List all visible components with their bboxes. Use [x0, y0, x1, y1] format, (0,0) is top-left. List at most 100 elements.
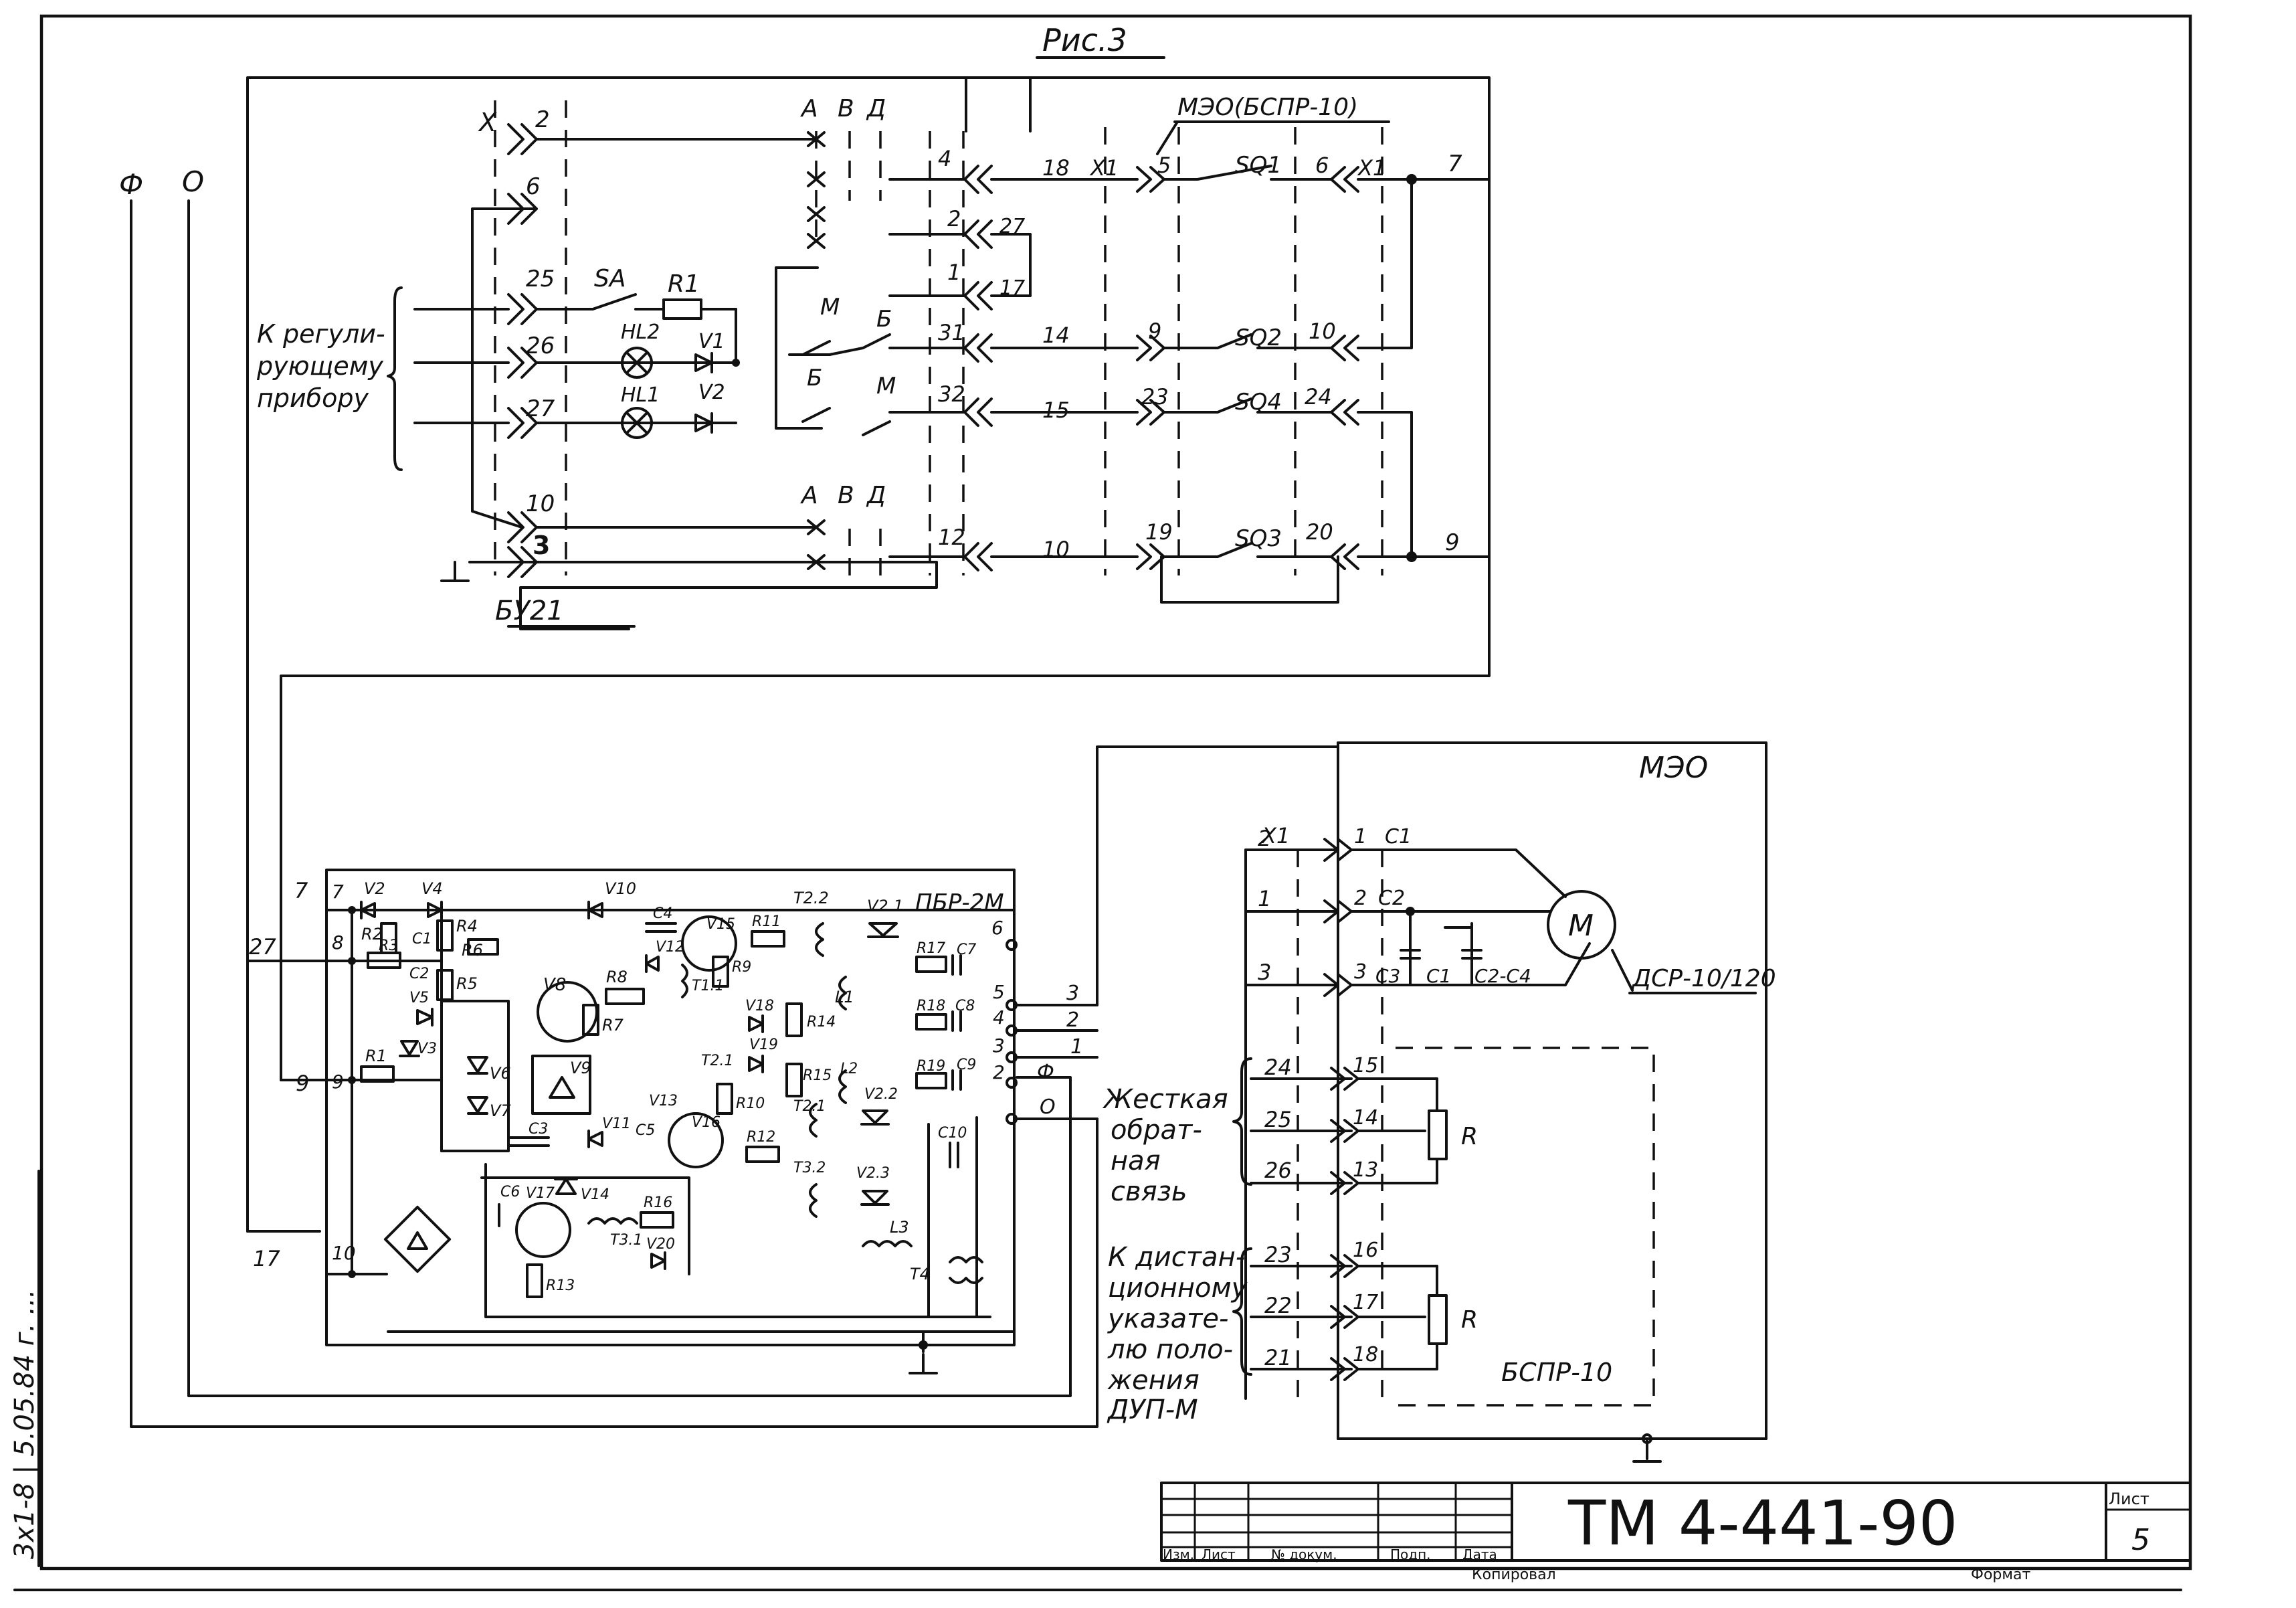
svg-text:4: 4 — [938, 146, 951, 171]
phase-zero-label: О — [182, 165, 204, 198]
svg-text:V13: V13 — [649, 1093, 678, 1109]
svg-text:V17: V17 — [526, 1185, 555, 1202]
svg-text:V6: V6 — [490, 1064, 511, 1083]
svg-text:C4: C4 — [653, 905, 672, 922]
svg-text:L3: L3 — [890, 1218, 909, 1237]
svg-text:V8: V8 — [543, 975, 566, 995]
svg-text:20: 20 — [1306, 519, 1333, 545]
svg-text:R16: R16 — [644, 1194, 672, 1211]
svg-text:26: 26 — [526, 333, 555, 359]
svg-text:12: 12 — [938, 525, 965, 550]
svg-text:Б: Б — [876, 306, 892, 333]
svg-text:3: 3 — [1354, 960, 1367, 984]
svg-text:V5: V5 — [409, 990, 429, 1006]
svg-text:3: 3 — [533, 531, 550, 560]
svg-text:Х1: Х1 — [1260, 823, 1290, 848]
wire-7-loop — [248, 76, 1491, 1081]
svg-text:К дистан-: К дистан- — [1108, 1242, 1245, 1273]
svg-text:15: 15 — [1042, 397, 1070, 423]
svg-text:Лист: Лист — [1202, 1546, 1236, 1562]
svg-text:1: 1 — [1070, 1035, 1083, 1059]
svg-text:C3: C3 — [529, 1121, 548, 1138]
side-stamp: 3х1-8 | 5.05.84 г. ... — [9, 1289, 40, 1559]
svg-text:10: 10 — [1309, 319, 1336, 344]
svg-text:T2.2: T2.2 — [793, 889, 829, 907]
svg-text:3: 3 — [1066, 982, 1079, 1005]
svg-text:2: 2 — [1258, 826, 1271, 851]
svg-text:К регули-: К регули- — [257, 319, 385, 349]
svg-text:R14: R14 — [807, 1014, 836, 1031]
svg-text:10: 10 — [526, 490, 555, 517]
svg-text:V2: V2 — [364, 879, 385, 898]
svg-text:T2.1: T2.1 — [793, 1098, 826, 1115]
svg-text:6: 6 — [991, 917, 1003, 939]
svg-text:R1: R1 — [668, 270, 700, 298]
svg-text:R3: R3 — [379, 937, 398, 954]
svg-text:25: 25 — [526, 266, 555, 292]
svg-text:SA: SA — [594, 265, 626, 292]
svg-text:R11: R11 — [752, 913, 781, 930]
svg-text:лю поло-: лю поло- — [1107, 1334, 1233, 1365]
svg-text:8: 8 — [332, 931, 344, 954]
svg-text:C7: C7 — [957, 942, 976, 958]
svg-text:6: 6 — [1315, 153, 1329, 178]
svg-text:V14: V14 — [581, 1186, 609, 1203]
svg-text:1: 1 — [1354, 825, 1367, 848]
svg-text:R18: R18 — [917, 998, 945, 1014]
svg-text:М: М — [820, 294, 840, 321]
svg-text:R9: R9 — [732, 959, 751, 976]
svg-text:V19: V19 — [749, 1037, 778, 1053]
svg-text:обрат-: обрат- — [1111, 1115, 1202, 1146]
svg-text:9: 9 — [1445, 529, 1460, 556]
bu21-pins: 2 6 25 26 27 10 3 — [526, 106, 555, 560]
svg-text:2: 2 — [535, 106, 550, 133]
svg-text:7: 7 — [332, 881, 344, 903]
svg-text:T2.1: T2.1 — [701, 1053, 733, 1069]
svg-text:2: 2 — [1354, 887, 1367, 910]
svg-text:V20: V20 — [646, 1236, 675, 1253]
svg-text:1: 1 — [1258, 886, 1271, 911]
svg-text:рующему: рующему — [256, 351, 383, 381]
svg-text:V1: V1 — [698, 330, 725, 353]
svg-text:27: 27 — [249, 934, 276, 960]
svg-text:R13: R13 — [546, 1277, 575, 1294]
svg-text:25: 25 — [1264, 1107, 1292, 1132]
svg-text:V7: V7 — [490, 1101, 511, 1120]
svg-text:Лист: Лист — [2109, 1490, 2149, 1508]
svg-text:C9: C9 — [957, 1057, 976, 1073]
title-block: Изм. Лист № докум. Подп. Дата ТМ 4-441-9… — [1160, 1482, 2192, 1583]
svg-text:О: О — [1040, 1095, 1056, 1119]
svg-text:Дата: Дата — [1462, 1546, 1497, 1562]
svg-text:22: 22 — [1264, 1293, 1292, 1318]
wire-zero — [187, 199, 1072, 1397]
svg-text:М: М — [876, 373, 896, 399]
svg-text:R19: R19 — [917, 1058, 945, 1075]
svg-text:ная: ная — [1111, 1146, 1161, 1176]
svg-text:V15: V15 — [706, 916, 735, 933]
bspr-label: БСПР-10 — [1501, 1358, 1612, 1387]
svg-text:С2-С4: С2-С4 — [1474, 965, 1531, 987]
svg-text:R12: R12 — [747, 1129, 775, 1146]
connector-x-label: Х — [478, 108, 497, 137]
svg-text:T3.2: T3.2 — [793, 1160, 826, 1176]
bu21-label: БУ21 — [495, 596, 564, 626]
svg-text:T3.1: T3.1 — [610, 1232, 642, 1249]
svg-text:R17: R17 — [917, 940, 945, 957]
svg-text:V2.3: V2.3 — [856, 1165, 890, 1182]
sheet-number: 5 — [2131, 1523, 2150, 1557]
svg-text:С2: С2 — [1378, 887, 1405, 910]
svg-text:19: 19 — [1145, 519, 1173, 545]
svg-text:Формат: Формат — [1971, 1567, 2030, 1583]
svg-text:9: 9 — [296, 1071, 309, 1096]
svg-text:C1: C1 — [412, 931, 432, 948]
svg-text:связь: связь — [1111, 1176, 1187, 1207]
svg-text:HL2: HL2 — [621, 321, 660, 344]
pbr-frame — [325, 869, 1016, 1346]
svg-text:R10: R10 — [736, 1095, 765, 1112]
svg-text:R6: R6 — [462, 941, 483, 960]
svg-text:V11: V11 — [602, 1115, 631, 1132]
svg-text:2: 2 — [1066, 1008, 1079, 1032]
svg-text:2: 2 — [993, 1061, 1005, 1083]
sheet-frame — [39, 14, 2192, 1571]
svg-text:С1: С1 — [1426, 965, 1451, 987]
